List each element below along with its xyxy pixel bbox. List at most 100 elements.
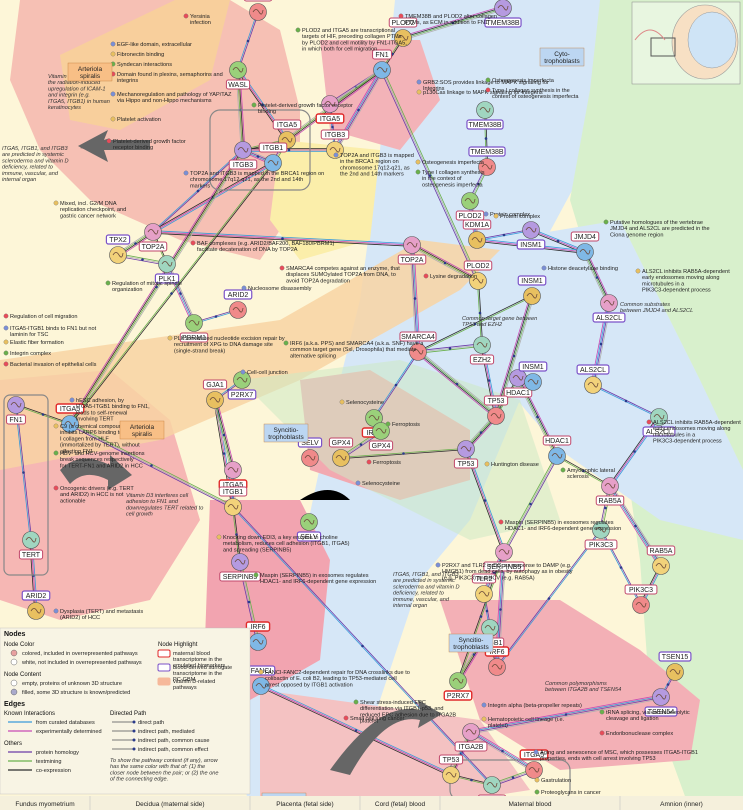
gene-node[interactable]: ITGB1 bbox=[258, 142, 288, 172]
gene-node[interactable]: RAB5A bbox=[646, 545, 676, 575]
gene-node-circle[interactable] bbox=[525, 761, 543, 779]
gene-node-circle[interactable] bbox=[144, 223, 162, 241]
gene-node[interactable]: TMEM38B bbox=[468, 146, 506, 176]
gene-node-circle[interactable] bbox=[229, 61, 247, 79]
gene-node[interactable]: RAB5A bbox=[595, 477, 625, 506]
gene-node-circle[interactable] bbox=[7, 396, 25, 414]
gene-node-circle[interactable] bbox=[495, 543, 513, 561]
gene-node[interactable]: SERPINB5 bbox=[219, 553, 261, 582]
gene-node[interactable]: ITGA5 bbox=[519, 749, 549, 779]
gene-node-circle[interactable] bbox=[22, 531, 40, 549]
gene-node-circle[interactable] bbox=[461, 192, 479, 210]
gene-node[interactable]: ARID2 bbox=[223, 289, 253, 319]
gene-node-circle[interactable] bbox=[483, 776, 501, 794]
gene-node[interactable]: FANCI bbox=[246, 665, 276, 695]
gene-node[interactable]: HDAC1 bbox=[503, 369, 533, 398]
gene-node[interactable]: ITGB3 bbox=[320, 129, 350, 159]
gene-node-circle[interactable] bbox=[462, 723, 480, 741]
gene-node-circle[interactable] bbox=[249, 3, 267, 21]
gene-node-circle[interactable] bbox=[576, 243, 594, 261]
gene-node-circle[interactable] bbox=[373, 61, 391, 79]
gene-node[interactable]: GPX4 bbox=[368, 422, 394, 451]
gene-node-circle[interactable] bbox=[249, 633, 267, 651]
gene-node-circle[interactable] bbox=[301, 449, 319, 467]
gene-node[interactable]: INSM1 bbox=[516, 221, 546, 250]
gene-node-circle[interactable] bbox=[478, 158, 496, 176]
gene-node[interactable]: TP53 bbox=[438, 754, 464, 784]
gene-node-circle[interactable] bbox=[548, 447, 566, 465]
gene-node-circle[interactable] bbox=[206, 391, 224, 409]
gene-node[interactable]: INSM1 bbox=[517, 275, 547, 305]
gene-node[interactable]: ARID2 bbox=[21, 590, 51, 620]
gene-node[interactable]: SELV bbox=[296, 513, 322, 542]
gene-node[interactable]: FN1 bbox=[372, 49, 392, 79]
gene-node-circle[interactable] bbox=[300, 513, 318, 531]
gene-node[interactable]: WASL bbox=[225, 61, 251, 90]
gene-node[interactable]: ITGA2B bbox=[454, 723, 488, 752]
gene-node[interactable]: P2RX7 bbox=[443, 672, 473, 701]
gene-node[interactable]: ITGA5 bbox=[55, 403, 85, 433]
gene-node-circle[interactable] bbox=[468, 231, 486, 249]
gene-node-circle[interactable] bbox=[494, 0, 512, 17]
gene-node-circle[interactable] bbox=[264, 154, 282, 172]
gene-node[interactable]: JMJD4 bbox=[570, 231, 600, 261]
gene-node-circle[interactable] bbox=[27, 602, 45, 620]
gene-node-circle[interactable] bbox=[158, 255, 176, 273]
gene-node[interactable]: EZH2 bbox=[469, 336, 495, 365]
gene-node[interactable]: TSEN15 bbox=[658, 651, 692, 681]
gene-node[interactable]: PLOD2 bbox=[455, 192, 485, 221]
gene-node[interactable]: INSM1 bbox=[518, 361, 548, 391]
gene-node[interactable]: PLOD2 bbox=[388, 17, 418, 47]
gene-node[interactable]: HDAC1 bbox=[542, 435, 572, 465]
gene-node-circle[interactable] bbox=[522, 221, 540, 239]
gene-node-circle[interactable] bbox=[229, 301, 247, 319]
gene-node-circle[interactable] bbox=[332, 449, 350, 467]
gene-node[interactable]: PIK3C3 bbox=[584, 521, 618, 550]
gene-node-circle[interactable] bbox=[652, 688, 670, 706]
gene-node[interactable]: ALS2CL bbox=[592, 294, 626, 323]
gene-node[interactable]: TP53 bbox=[453, 440, 479, 469]
gene-node-circle[interactable] bbox=[523, 287, 541, 305]
gene-node[interactable]: ITGB3 bbox=[228, 141, 258, 170]
gene-node[interactable]: TERT bbox=[18, 531, 44, 560]
gene-node-circle[interactable] bbox=[601, 477, 619, 495]
gene-node-circle[interactable] bbox=[234, 141, 252, 159]
gene-node[interactable]: TMEM38B bbox=[484, 0, 522, 28]
gene-node-circle[interactable] bbox=[632, 596, 650, 614]
gene-node[interactable]: PBRM1 bbox=[179, 314, 209, 343]
gene-node[interactable]: IRF6 bbox=[245, 621, 271, 651]
gene-node[interactable]: TOP2A bbox=[138, 223, 168, 252]
gene-node-circle[interactable] bbox=[409, 343, 427, 361]
gene-node-circle[interactable] bbox=[252, 677, 270, 695]
gene-node-circle[interactable] bbox=[231, 553, 249, 571]
gene-node-circle[interactable] bbox=[584, 376, 602, 394]
gene-node[interactable]: ITGA5 bbox=[315, 95, 345, 124]
gene-node-circle[interactable] bbox=[457, 440, 475, 458]
gene-node-circle[interactable] bbox=[403, 236, 421, 254]
gene-node-circle[interactable] bbox=[224, 461, 242, 479]
gene-node-circle[interactable] bbox=[524, 373, 542, 391]
gene-node-circle[interactable] bbox=[666, 663, 684, 681]
gene-node[interactable]: TMEM38B bbox=[466, 101, 504, 130]
gene-node[interactable]: PLK1 bbox=[154, 255, 180, 284]
gene-node[interactable]: GJA1 bbox=[202, 379, 228, 409]
gene-node-circle[interactable] bbox=[488, 658, 506, 676]
gene-node[interactable]: SMARCA4 bbox=[399, 331, 437, 361]
gene-node[interactable]: TSEN54 bbox=[644, 688, 678, 717]
gene-node[interactable]: ALS2CL bbox=[576, 364, 610, 394]
gene-node-circle[interactable] bbox=[224, 498, 242, 516]
gene-node[interactable]: TLR2 bbox=[471, 573, 497, 603]
gene-node[interactable]: GPX4 bbox=[328, 437, 354, 467]
gene-node-circle[interactable] bbox=[326, 141, 344, 159]
gene-node[interactable]: PIK3C3 bbox=[624, 584, 658, 614]
gene-node[interactable]: SERPINB5 bbox=[483, 543, 525, 572]
gene-node-circle[interactable] bbox=[372, 422, 390, 440]
gene-node[interactable]: FN1 bbox=[6, 396, 26, 425]
gene-node[interactable]: TPX2 bbox=[105, 234, 131, 264]
gene-node-circle[interactable] bbox=[476, 101, 494, 119]
gene-node-circle[interactable] bbox=[61, 415, 79, 433]
gene-node[interactable]: ALS2CL bbox=[642, 408, 676, 437]
gene-node[interactable]: TOP2A bbox=[397, 236, 427, 265]
gene-node-circle[interactable] bbox=[487, 407, 505, 425]
gene-node-circle[interactable] bbox=[109, 246, 127, 264]
